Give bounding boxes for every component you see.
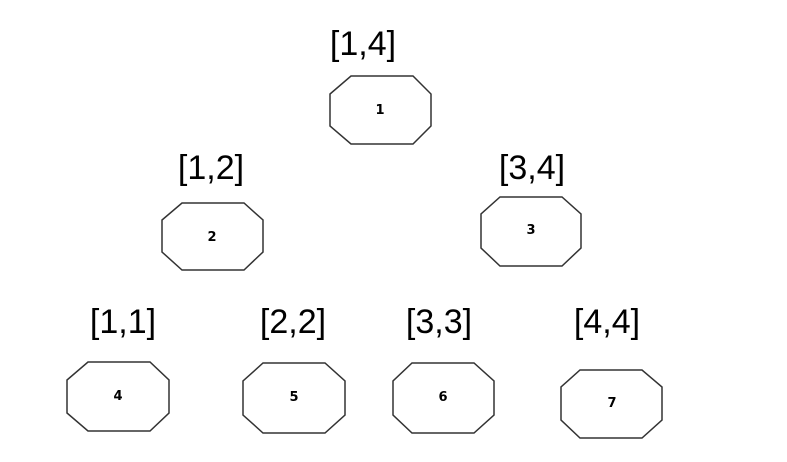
node-1-range-label: [1,4] — [330, 25, 396, 63]
node-2-id-label: 2 — [207, 230, 216, 245]
node-4-octagon — [66, 361, 170, 432]
node-2-range-label: [1,2] — [178, 149, 244, 187]
tree-node-2: [1,2] 2 — [161, 149, 264, 271]
node-6-octagon — [392, 362, 495, 434]
node-1-octagon — [329, 75, 432, 145]
node-7-octagon — [560, 369, 663, 439]
node-5-octagon — [242, 362, 346, 434]
node-7-id-label: 7 — [607, 396, 616, 411]
tree-node-6: [3,3] 6 — [392, 303, 495, 434]
tree-node-7: [4,4] 7 — [560, 303, 663, 439]
node-6-id-label: 6 — [438, 390, 447, 405]
node-5-range-label: [2,2] — [260, 303, 326, 341]
node-3-id-label: 3 — [526, 223, 535, 238]
node-2-octagon — [161, 202, 264, 271]
tree-node-5: [2,2] 5 — [242, 303, 346, 434]
node-6-range-label: [3,3] — [406, 303, 472, 341]
node-1-id-label: 1 — [375, 103, 384, 118]
node-3-range-label: [3,4] — [499, 149, 565, 187]
node-4-range-label: [1,1] — [90, 303, 156, 341]
node-7-range-label: [4,4] — [574, 303, 640, 341]
tree-node-1: [1,4] 1 — [329, 25, 432, 145]
node-5-id-label: 5 — [289, 390, 298, 405]
tree-node-3: [3,4] 3 — [480, 149, 582, 267]
node-3-octagon — [480, 196, 582, 267]
tree-node-4: [1,1] 4 — [66, 303, 170, 432]
node-4-id-label: 4 — [113, 389, 122, 404]
